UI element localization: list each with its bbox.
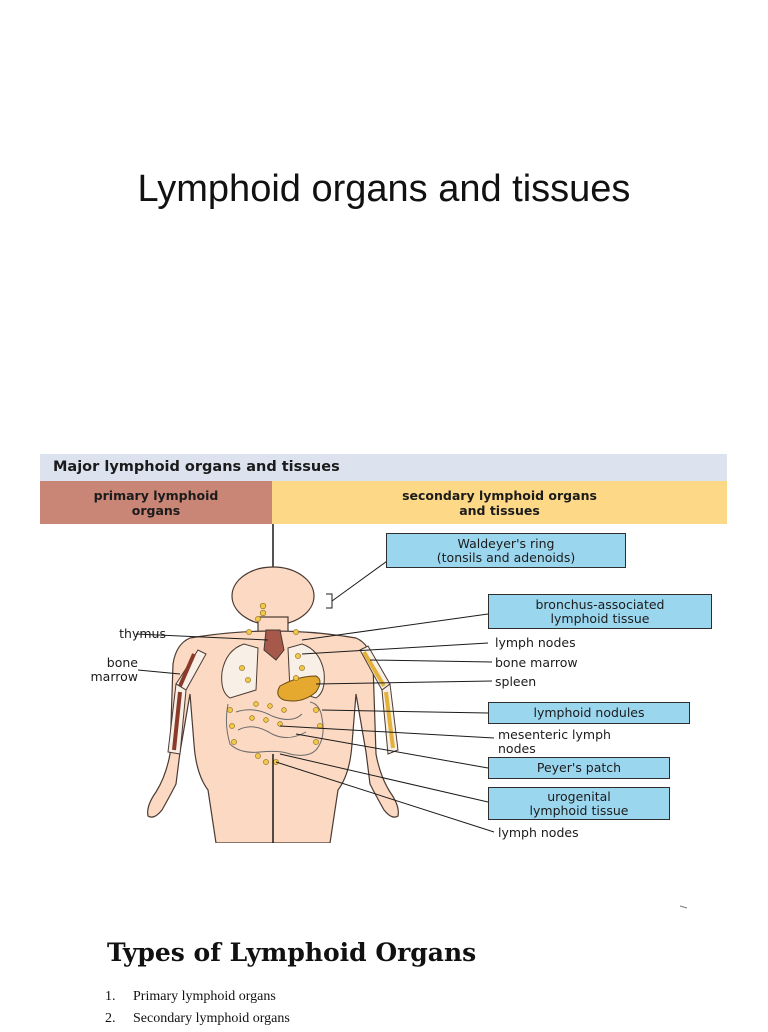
label-bone-marrow-left: bone marrow [46, 656, 138, 684]
corner-mark-icon [680, 905, 688, 909]
label-lymph-nodes-lower: lymph nodes [498, 826, 579, 840]
list-item: 2.Secondary lymphoid organs [105, 1010, 290, 1032]
slide-title: Lymphoid organs and tissues [0, 168, 768, 211]
label-thymus: thymus [46, 627, 166, 641]
label-lymph-nodes-upper: lymph nodes [495, 636, 576, 650]
box-peyers-patch: Peyer's patch [488, 757, 670, 779]
label-mesenteric-lymph-nodes: mesenteric lymph nodes [498, 728, 611, 756]
list-item: 1.Primary lymphoid organs [105, 988, 290, 1010]
label-bone-marrow-right: bone marrow [495, 656, 578, 670]
label-spleen: spleen [495, 675, 536, 689]
box-lymphoid-nodules: lymphoid nodules [488, 702, 690, 724]
lymphoid-figure: Major lymphoid organs and tissues primar… [40, 454, 727, 843]
box-urogenital-lymphoid-tissue: urogenital lymphoid tissue [488, 787, 670, 820]
box-bronchus-associated: bronchus-associated lymphoid tissue [488, 594, 712, 629]
organ-type-list: 1.Primary lymphoid organs 2.Secondary ly… [105, 988, 290, 1032]
body-diagram [40, 454, 727, 843]
box-waldeyer-ring: Waldeyer's ring (tonsils and adenoids) [386, 533, 626, 568]
section-heading: Types of Lymphoid Organs [107, 938, 476, 967]
waldeyer-bracket [326, 594, 332, 608]
